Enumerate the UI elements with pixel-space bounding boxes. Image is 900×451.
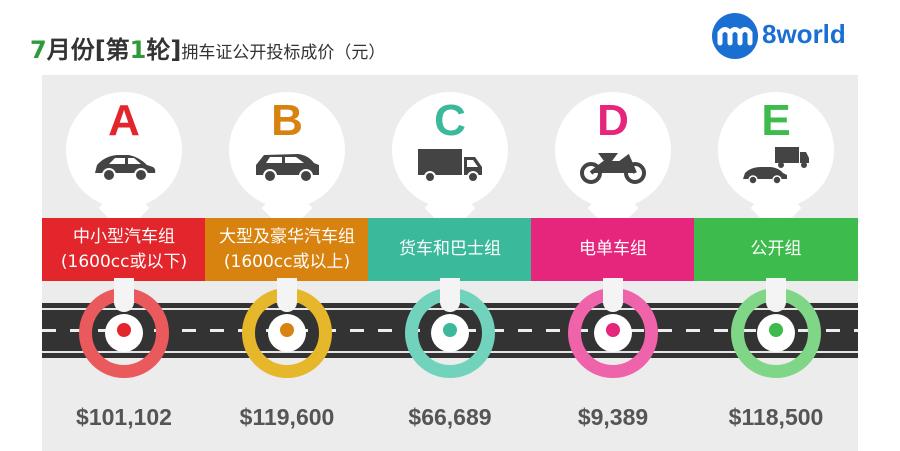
8world-logo-icon — [712, 13, 758, 59]
title-month: 7 — [30, 36, 47, 64]
category-label-line1: 电单车组 — [579, 239, 647, 259]
category-label: 电单车组 — [531, 218, 695, 281]
category-column-a: A 中小型汽车组 (1600cc或以下) $101,102 — [42, 0, 206, 451]
category-price: $118,500 — [728, 404, 824, 430]
category-column-d: D 电单车组 $9,389 — [531, 0, 695, 451]
category-label-line1: 大型及豪华汽车组 — [219, 226, 355, 247]
title-part2: 轮] — [146, 36, 182, 64]
pin-stem — [766, 278, 786, 312]
truck-icon — [415, 145, 485, 185]
category-label: 公开组 — [694, 218, 858, 281]
category-price: $9,389 — [577, 404, 649, 430]
category-letter: C — [434, 96, 466, 145]
category-letter: E — [761, 96, 791, 145]
small-car-icon — [89, 145, 159, 185]
category-price: $101,102 — [76, 404, 172, 430]
pin-stem — [277, 278, 297, 312]
category-label-line1: 货车和巴士组 — [399, 239, 501, 259]
category-letter: A — [108, 96, 140, 145]
category-label-line1: 公开组 — [750, 239, 802, 259]
category-column-b: B 大型及豪华汽车组 (1600cc或以上) $119,600 — [205, 0, 369, 451]
car-and-truck-icon — [741, 145, 811, 185]
pin-stem — [603, 278, 623, 312]
location-dot — [443, 323, 457, 337]
category-label-line2: (1600cc或以下) — [60, 251, 188, 272]
category-letter: D — [597, 96, 629, 145]
category-column-c: C 货车和巴士组 $66,689 — [368, 0, 532, 451]
suv-icon — [252, 145, 322, 185]
brand-logo[interactable]: 8world — [712, 13, 872, 59]
pin-stem — [114, 278, 134, 312]
title-part1: 月份[第 — [46, 36, 130, 64]
category-price: $119,600 — [239, 404, 335, 430]
page-title: 7月份[第1轮]拥车证公开投标成价（元） — [30, 30, 385, 65]
category-label-line1: 中小型汽车组 — [73, 226, 175, 247]
category-column-e: E 公开组 $118,500 — [694, 0, 858, 451]
location-dot — [280, 323, 294, 337]
pin-stem — [440, 278, 460, 312]
location-dot — [117, 323, 131, 337]
location-dot — [769, 323, 783, 337]
category-label: 大型及豪华汽车组 (1600cc或以上) — [205, 218, 369, 281]
title-subtitle: 拥车证公开投标成价（元） — [181, 43, 386, 63]
logo-text: 8world — [762, 19, 846, 49]
title-round: 1 — [129, 36, 147, 64]
category-label-line2: (1600cc或以上) — [223, 251, 351, 272]
category-letter: B — [271, 96, 303, 145]
motorcycle-icon — [578, 145, 648, 185]
category-label: 中小型汽车组 (1600cc或以下) — [42, 218, 206, 281]
location-dot — [606, 323, 620, 337]
category-price: $66,689 — [408, 404, 492, 430]
category-label: 货车和巴士组 — [368, 218, 532, 281]
